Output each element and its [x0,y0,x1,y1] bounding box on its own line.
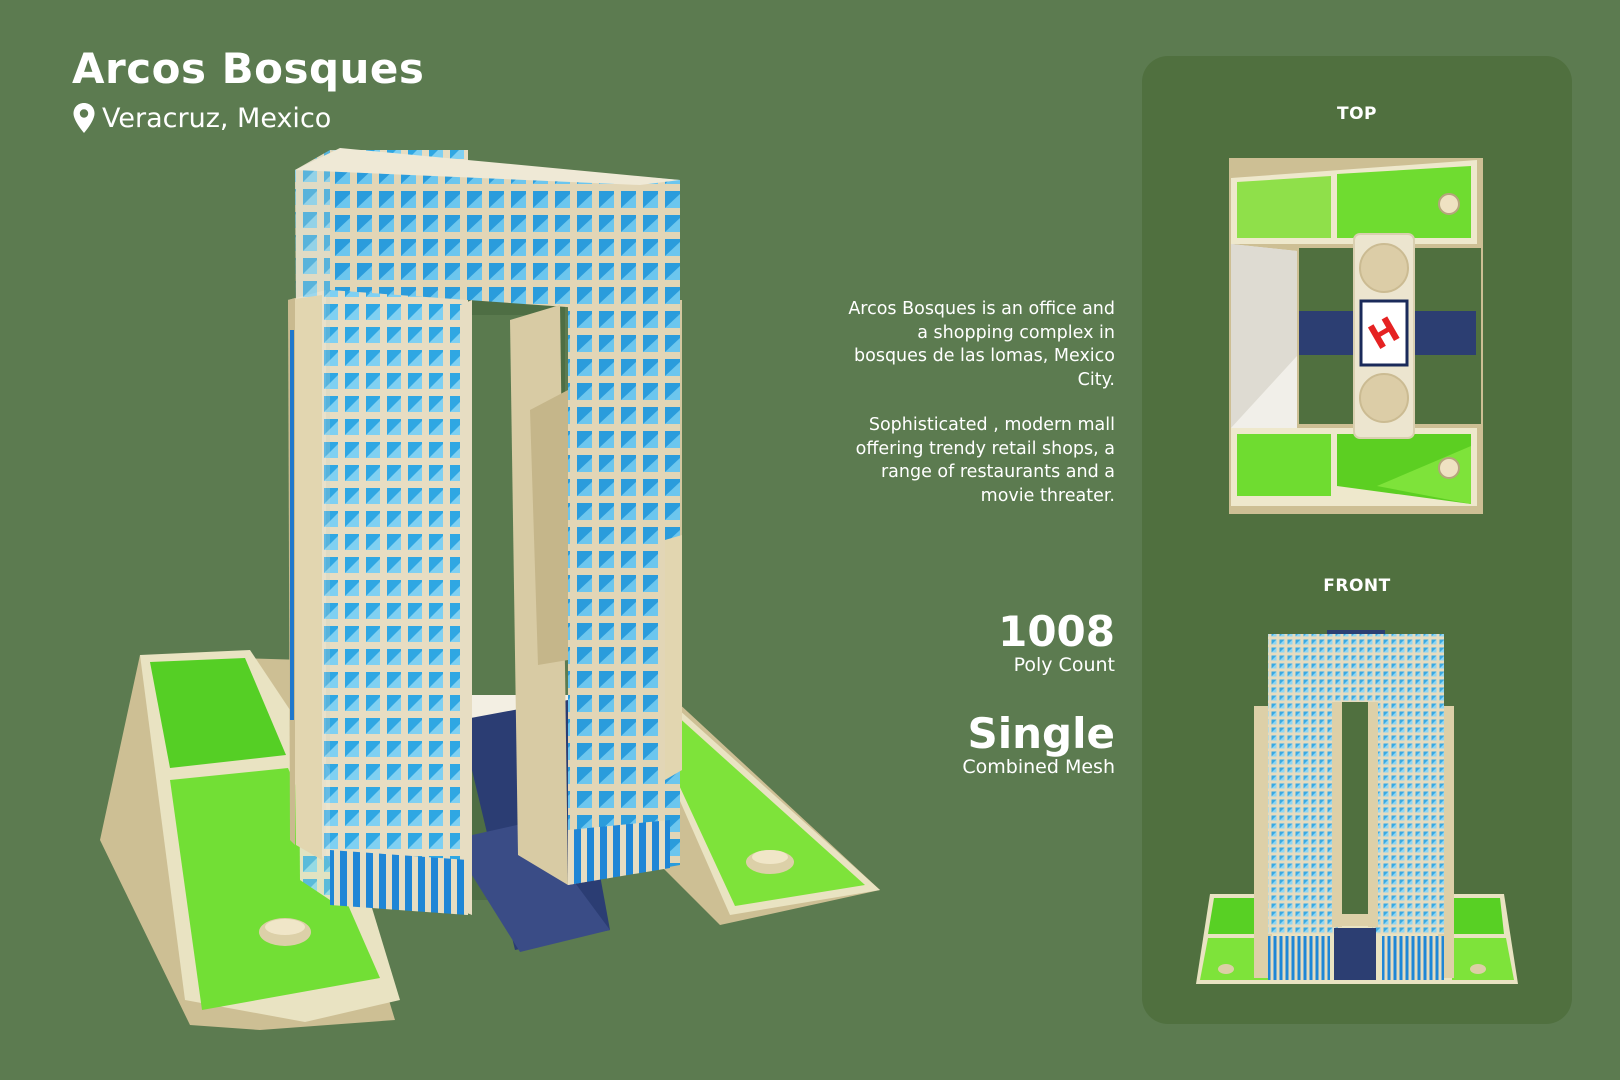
description: Arcos Bosques is an office and a shoppin… [845,298,1115,508]
views-panel: TOP H FRONT [1142,56,1572,1024]
top-dome-2 [1359,373,1409,423]
right-tower [568,300,680,885]
location-text: Veracruz, Mexico [102,102,332,134]
building-render [100,148,880,1030]
right-pilaster [665,535,682,780]
page-title: Arcos Bosques [72,44,425,93]
top-view: H [1229,158,1483,514]
top-dome-1 [1359,243,1409,293]
poly-count-stat: 1008 Poly Count [998,607,1115,677]
mesh-value: Single [967,709,1116,758]
front-view [1196,630,1518,984]
top-bridge [330,150,680,315]
left-pilaster [288,295,322,860]
location: Veracruz, Mexico [72,102,331,134]
map-pin-icon [73,103,95,133]
right-lawn [672,715,865,906]
description-paragraph-2: Sophisticated , modern mall offering tre… [855,415,1115,506]
left-tower [330,150,468,915]
left-lawn-lower [170,768,380,1010]
right-base-stripes [568,820,670,885]
front-view-label: FRONT [1323,576,1391,596]
left-lawn-upper [150,658,286,768]
poly-count-value: 1008 [998,607,1115,656]
left-base-stripes [330,850,468,915]
top-view-label: TOP [1336,104,1377,124]
description-paragraph-1: Arcos Bosques is an office and a shoppin… [848,299,1115,390]
mesh-stat: Single Combined Mesh [962,709,1116,779]
gap-left-wall [460,300,472,915]
poly-count-label: Poly Count [1013,654,1115,676]
mesh-label: Combined Mesh [962,756,1115,778]
